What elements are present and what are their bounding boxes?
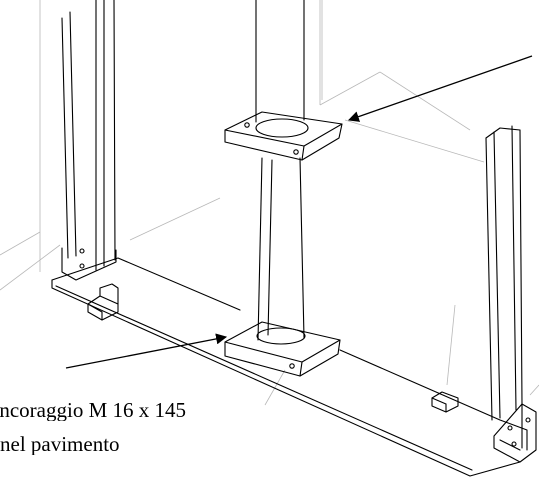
- upper-flange: [224, 111, 343, 161]
- anchor-bolt-label: Tassello di ancoraggio M 16 x 145: [0, 400, 186, 421]
- right-upright: [485, 125, 537, 463]
- central-column: [255, 0, 305, 341]
- lower-flange: [224, 321, 341, 377]
- base-plate: [51, 257, 528, 477]
- construction-lines: [0, 0, 539, 406]
- anchor-bolt-label-line-2: nel pavimento: [0, 434, 120, 455]
- anchor-bolt-label-line-1: Tassello di ancoraggio M 16 x 145: [0, 400, 186, 421]
- leader-arrows: [65, 55, 533, 369]
- right-foot-block: [431, 391, 459, 413]
- machine-line-work: [51, 0, 537, 477]
- upper-leader-arrow: [347, 55, 533, 122]
- floor-label: nel pavimento: [0, 434, 126, 455]
- lower-leader-arrow: [65, 333, 228, 369]
- left-upright: [61, 0, 117, 281]
